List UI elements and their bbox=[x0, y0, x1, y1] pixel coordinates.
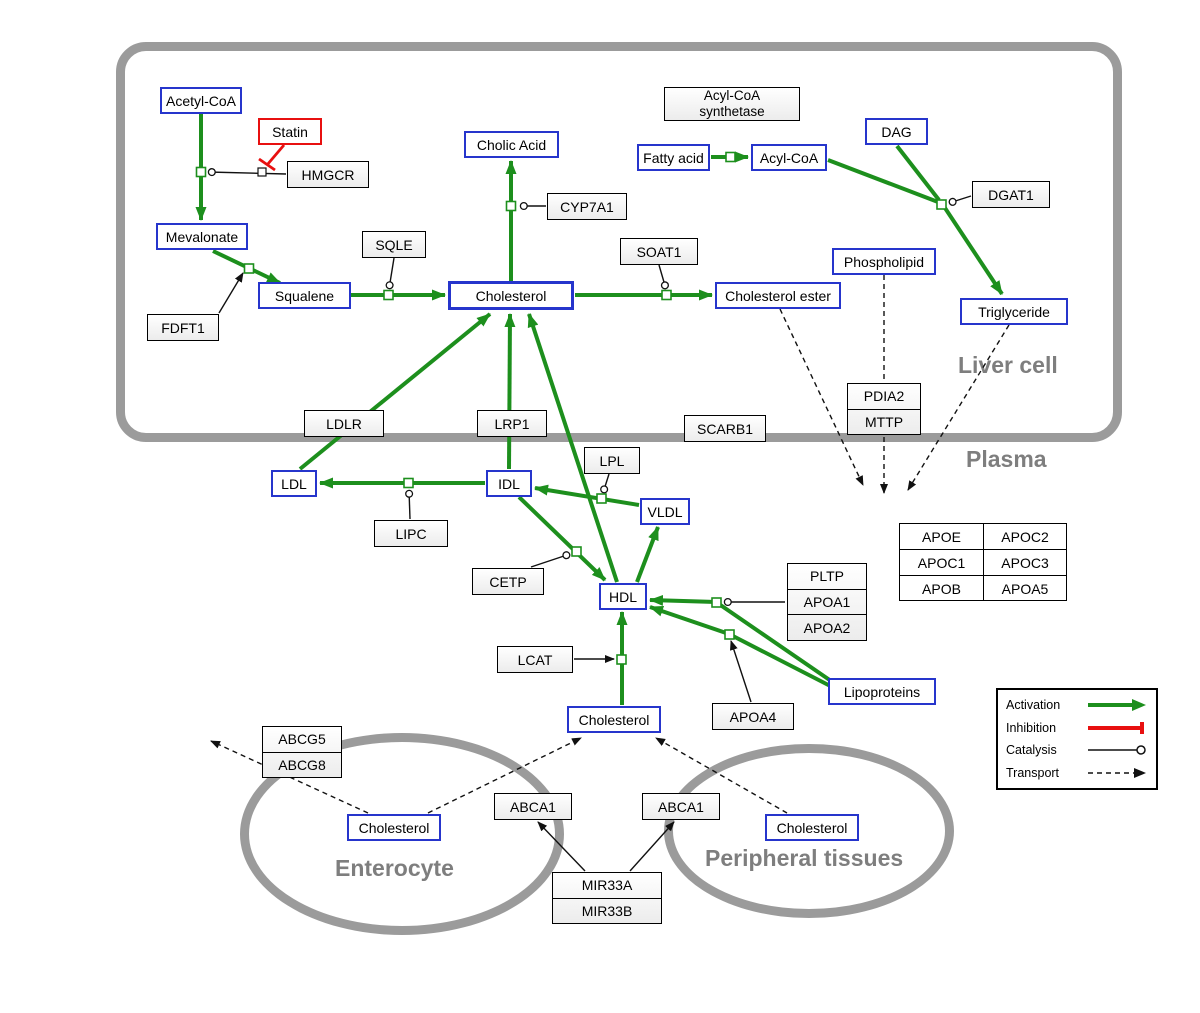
gene-cetp[interactable]: CETP bbox=[472, 568, 544, 595]
liver-cell-compartment bbox=[116, 42, 1122, 442]
gene-apob[interactable]: APOB bbox=[900, 575, 983, 601]
anchor-lipc-reaction bbox=[403, 477, 414, 489]
gene-apoa5[interactable]: APOA5 bbox=[983, 575, 1066, 601]
gene-hmgcr[interactable]: HMGCR bbox=[287, 161, 369, 188]
edge-lpl-catalysis bbox=[600, 473, 610, 494]
gene-mir33b[interactable]: MIR33B bbox=[581, 902, 633, 919]
anchor-lcat-reaction bbox=[616, 654, 627, 665]
gene-apoa4[interactable]: APOA4 bbox=[712, 703, 794, 730]
metabolite-cholesterol-peripheral[interactable]: Cholesterol bbox=[765, 814, 859, 841]
gene-lpl[interactable]: LPL bbox=[584, 447, 640, 474]
gene-pltp[interactable]: PLTP bbox=[788, 564, 866, 590]
inhibition-tbar-icon bbox=[1088, 721, 1144, 734]
edge-lipc-catalysis bbox=[405, 489, 414, 520]
gene-lcat[interactable]: LCAT bbox=[497, 646, 573, 673]
legend-inhibition: Inhibition bbox=[1006, 717, 1148, 740]
legend-inhibition-label: Inhibition bbox=[1006, 720, 1057, 735]
gene-lipc[interactable]: LIPC bbox=[374, 520, 448, 547]
acyl-coa-synthetase-line1: Acyl-CoA bbox=[703, 88, 761, 104]
legend-catalysis-label: Catalysis bbox=[1006, 743, 1057, 758]
catalysis-circle-icon bbox=[1088, 745, 1146, 755]
gene-mttp[interactable]: MTTP bbox=[864, 413, 904, 430]
edge-hdl-to-vldl bbox=[635, 526, 660, 583]
gene-group-abcg5-abcg8: ABCG5 ABCG8 bbox=[262, 726, 342, 778]
gene-apoc2[interactable]: APOC2 bbox=[983, 524, 1066, 549]
drug-statin[interactable]: Statin bbox=[258, 118, 322, 145]
acyl-coa-synthetase-line2: synthetase bbox=[699, 104, 765, 119]
gene-lrp1[interactable]: LRP1 bbox=[477, 410, 547, 437]
gene-group-mir33: MIR33A MIR33B bbox=[552, 872, 662, 924]
gene-apoa1[interactable]: APOA1 bbox=[788, 590, 866, 616]
transport-dashed-arrow-icon bbox=[1088, 767, 1146, 778]
metabolite-idl[interactable]: IDL bbox=[486, 470, 532, 497]
metabolite-hdl[interactable]: HDL bbox=[599, 583, 647, 610]
gene-fdft1[interactable]: FDFT1 bbox=[147, 314, 219, 341]
gene-pdia2[interactable]: PDIA2 bbox=[848, 384, 920, 410]
gene-acyl-coa-synthetase[interactable]: Acyl-CoA synthetase bbox=[664, 87, 800, 121]
peripheral-tissues-label: Peripheral tissues bbox=[705, 845, 904, 871]
legend-transport: Transport bbox=[1006, 762, 1148, 785]
gene-group-pdia2-mttp: PDIA2 MTTP bbox=[847, 383, 921, 435]
legend-activation-label: Activation bbox=[1006, 698, 1061, 713]
metabolite-mevalonate[interactable]: Mevalonate bbox=[156, 223, 248, 250]
anchor-cetp-reaction bbox=[571, 546, 582, 557]
liver-cell-label: Liver cell bbox=[958, 352, 1058, 378]
metabolite-ldl[interactable]: LDL bbox=[271, 470, 317, 497]
anchor-lpl-reaction bbox=[596, 493, 607, 504]
metabolite-cholesterol-enterocyte[interactable]: Cholesterol bbox=[347, 814, 441, 841]
gene-cyp7a1[interactable]: CYP7A1 bbox=[547, 193, 627, 220]
metabolite-acetyl-coa[interactable]: Acetyl-CoA bbox=[160, 87, 242, 114]
gene-abcg8[interactable]: ABCG8 bbox=[278, 756, 326, 773]
metabolite-triglyceride[interactable]: Triglyceride bbox=[960, 298, 1068, 325]
edge-apoa4-link bbox=[730, 640, 752, 703]
metabolite-phospholipid[interactable]: Phospholipid bbox=[832, 248, 936, 275]
legend: Activation Inhibition Catalysis Transpor… bbox=[996, 688, 1158, 790]
edge-vldl-to-idl bbox=[534, 484, 640, 507]
gene-dgat1[interactable]: DGAT1 bbox=[972, 181, 1050, 208]
metabolite-acyl-coa[interactable]: Acyl-CoA bbox=[751, 144, 827, 171]
gene-apoc3[interactable]: APOC3 bbox=[983, 549, 1066, 575]
edge-cetp-catalysis bbox=[530, 551, 571, 568]
anchor-pltp-reaction bbox=[711, 597, 722, 608]
plasma-label: Plasma bbox=[966, 446, 1047, 472]
gene-scarb1[interactable]: SCARB1 bbox=[684, 415, 766, 442]
gene-group-pltp-apoa1-apoa2: PLTP APOA1 APOA2 bbox=[787, 563, 867, 641]
anchor-apoa4-reaction bbox=[724, 629, 735, 640]
metabolite-squalene[interactable]: Squalene bbox=[258, 282, 351, 309]
gene-sqle[interactable]: SQLE bbox=[362, 231, 426, 258]
metabolite-cholesterol-ester[interactable]: Cholesterol ester bbox=[715, 282, 841, 309]
gene-apoc1[interactable]: APOC1 bbox=[900, 549, 983, 575]
metabolite-dag[interactable]: DAG bbox=[865, 118, 928, 145]
gene-ldlr[interactable]: LDLR bbox=[304, 410, 384, 437]
metabolite-cholic-acid[interactable]: Cholic Acid bbox=[464, 131, 559, 158]
gene-soat1[interactable]: SOAT1 bbox=[620, 238, 698, 265]
metabolite-cholesterol-liver[interactable]: Cholesterol bbox=[448, 281, 574, 310]
legend-transport-label: Transport bbox=[1006, 765, 1060, 780]
metabolite-vldl[interactable]: VLDL bbox=[640, 498, 690, 525]
gene-apoa2[interactable]: APOA2 bbox=[803, 619, 851, 636]
legend-catalysis: Catalysis bbox=[1006, 739, 1148, 762]
gene-abca1-enterocyte[interactable]: ABCA1 bbox=[494, 793, 572, 820]
enterocyte-label: Enterocyte bbox=[335, 855, 454, 881]
activation-arrow-icon bbox=[1088, 699, 1146, 712]
metabolite-cholesterol-plasma[interactable]: Cholesterol bbox=[567, 706, 661, 733]
legend-activation: Activation bbox=[1006, 694, 1148, 717]
gene-apoe[interactable]: APOE bbox=[922, 528, 961, 545]
apolipoprotein-table: APOE APOC2 APOC1 APOC3 APOB APOA5 bbox=[899, 523, 1067, 601]
gene-mir33a[interactable]: MIR33A bbox=[553, 873, 661, 899]
metabolite-fatty-acid[interactable]: Fatty acid bbox=[637, 144, 710, 171]
gene-abcg5[interactable]: ABCG5 bbox=[263, 727, 341, 753]
metabolite-lipoproteins[interactable]: Lipoproteins bbox=[828, 678, 936, 705]
gene-abca1-peripheral[interactable]: ABCA1 bbox=[642, 793, 720, 820]
